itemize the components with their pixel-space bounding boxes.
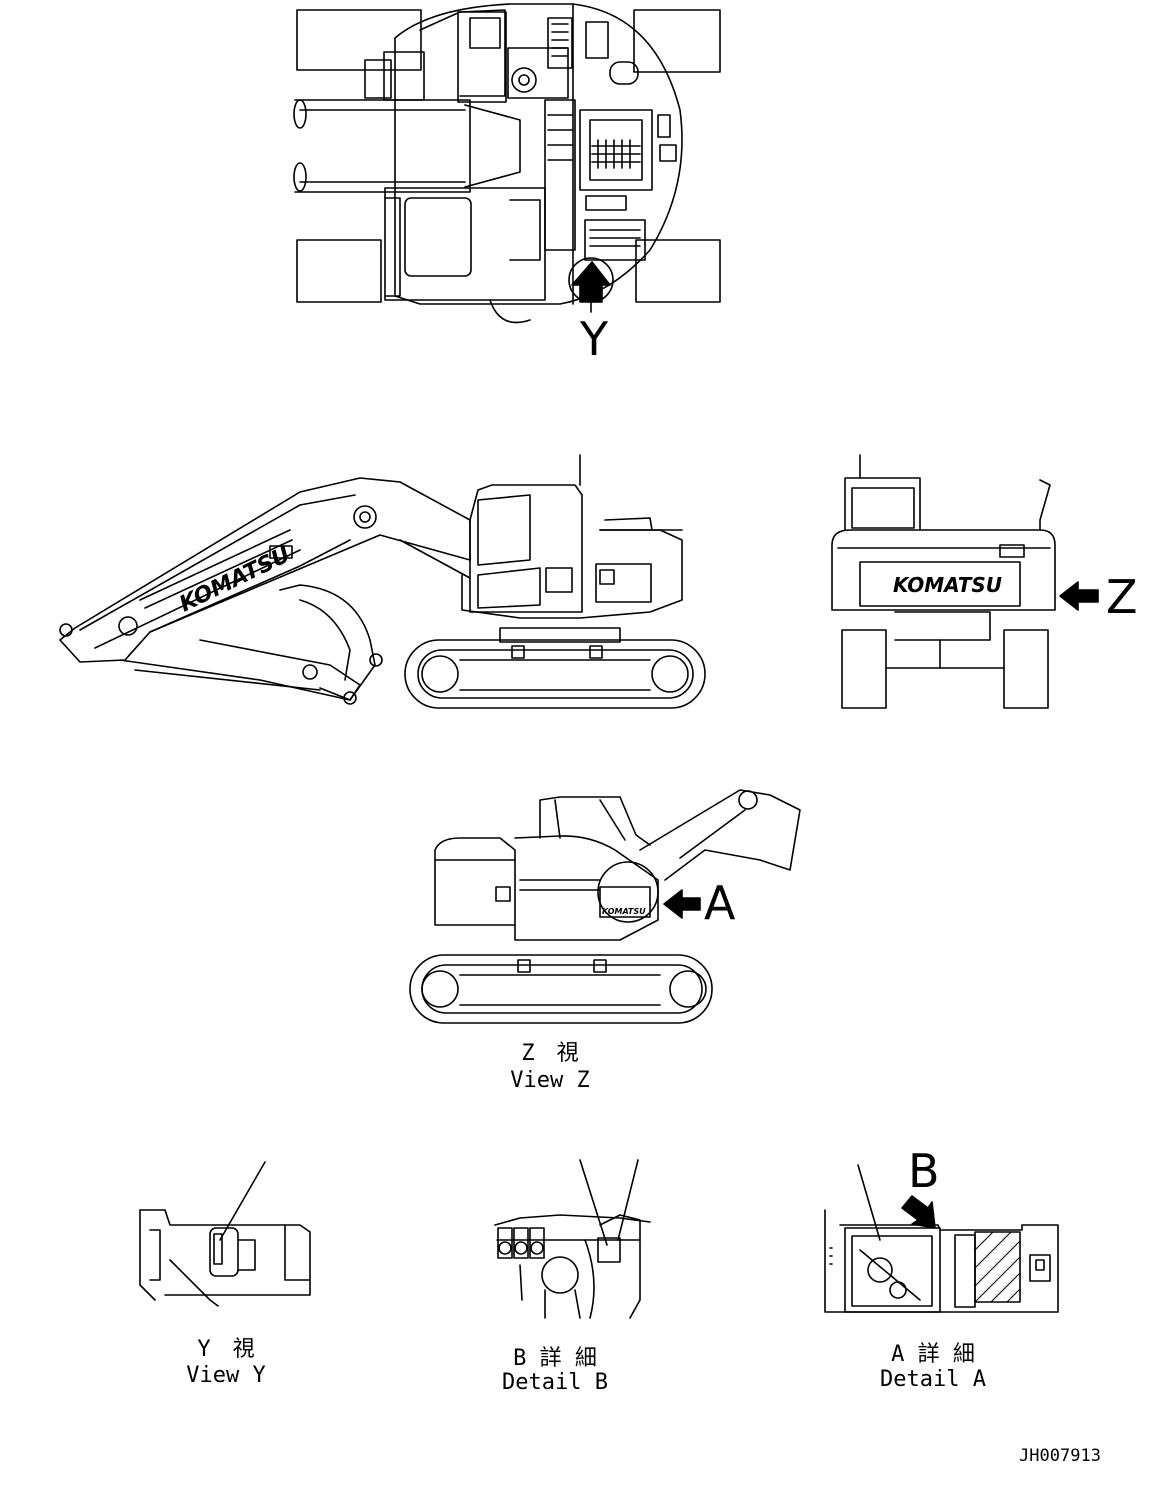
arrow-z-icon [1059,581,1099,611]
view-y-drawing [139,1161,311,1307]
callout-b: B [908,1144,940,1198]
callout-y: Y [580,312,609,366]
arrow-b-icon [901,1195,936,1229]
side-boom-brand: KOMATSU [176,542,295,617]
view-z-brand: KOMATSU [602,907,646,916]
side-view: KOMATSU [59,454,706,709]
detail-a-drawing [824,1164,1059,1313]
top-view [293,3,721,324]
arrow-y-icon [571,261,611,303]
label-box-bottom-left [296,239,382,303]
view-y-label-en: View Y [186,1363,266,1388]
detail-b-label-jp: B 詳 細 [513,1346,597,1371]
view-y-label-jp: Y 視 [197,1337,255,1362]
detail-a-label-en: Detail A [880,1367,986,1392]
hatched-block [974,1231,1021,1303]
view-z-label-jp: Z 視 [521,1041,579,1066]
label-box-bottom-right [635,239,721,303]
detail-b-drawing [494,1159,651,1319]
drawing-code: JH007913 [1019,1446,1101,1466]
rear-brand: KOMATSU [893,573,1002,597]
arrow-a-icon [663,889,701,919]
view-z-drawing: KOMATSU [409,789,801,1024]
rear-view: KOMATSU [831,454,1099,709]
callout-a: A [704,876,736,930]
detail-a-label-jp: A 詳 細 [891,1342,975,1367]
label-box-top-left [296,9,422,71]
callout-z: Z [1106,570,1138,624]
detail-b-label-en: Detail B [502,1370,608,1395]
label-box-top-right [633,9,721,73]
side-track [404,639,706,709]
view-z-label-en: View Z [510,1068,590,1093]
